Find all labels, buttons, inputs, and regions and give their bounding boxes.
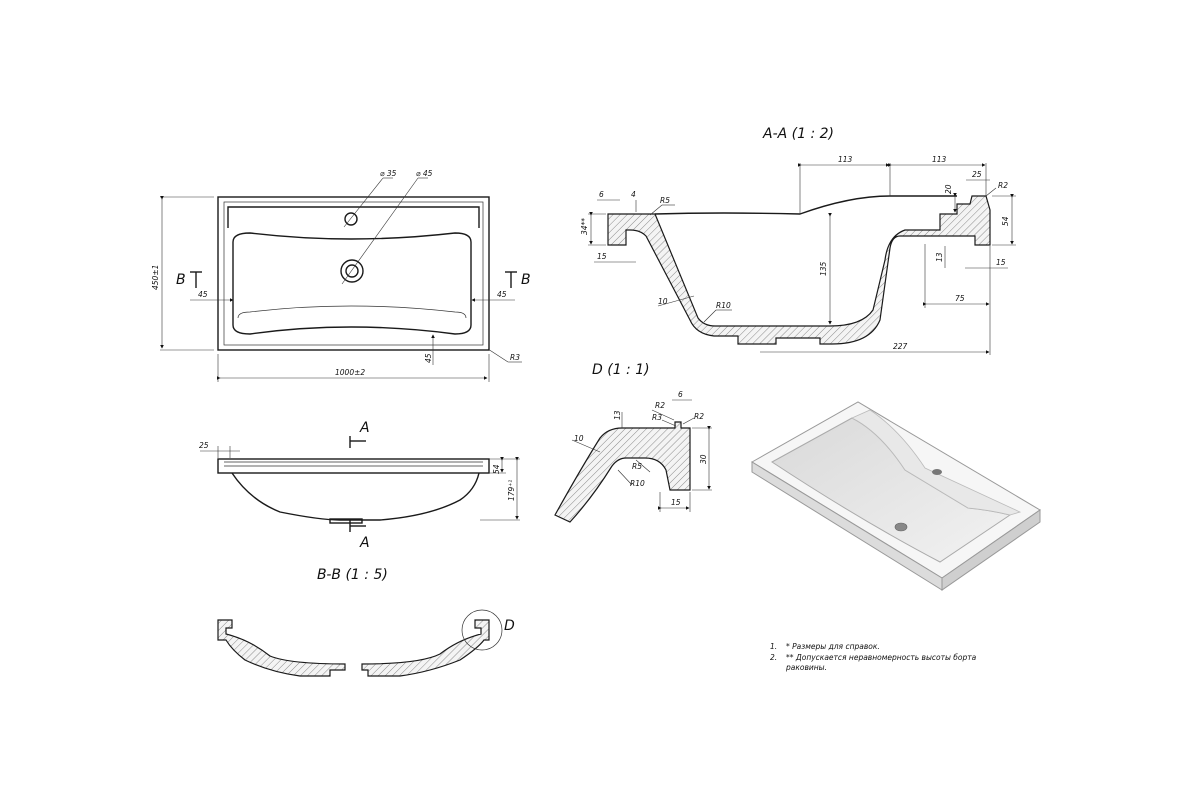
aa-dim-r5: R5 (660, 196, 670, 205)
d-dim-r3: R3 (652, 413, 662, 422)
section-marker-b-left: B (176, 271, 202, 288)
dim-bottom-45: 45 (424, 353, 433, 363)
title-d: D (1 : 1) (592, 362, 650, 378)
aa-dim-4: 4 (631, 190, 636, 199)
basin-outline (232, 232, 472, 335)
aa-dim-20: 20 (944, 184, 953, 194)
section-marker-a-bottom: A (349, 520, 370, 551)
section-aa: A-A (1 : 2) 113 113 6 4 R5 34** 15 135 1… (580, 126, 1016, 355)
section-marker-b-right: B (505, 271, 531, 288)
drain-inner (345, 264, 359, 278)
rim-top-edge (227, 206, 480, 228)
dim-d35: ⌀ 35 (380, 169, 397, 178)
sink-outline (217, 196, 490, 351)
sink-rim-inner (223, 201, 484, 346)
detail-d-label: D (504, 618, 515, 634)
basin-shading (237, 305, 467, 319)
dim-side-179: 179⁺¹ (507, 480, 516, 501)
d-dim-30: 30 (699, 454, 708, 464)
d-dim-6: 6 (678, 390, 683, 399)
aa-dim-34: 34** (580, 218, 589, 235)
drain-outer (340, 259, 364, 283)
section-bb: B-B (1 : 5) D (217, 567, 515, 677)
aa-dim-227: 227 (893, 342, 908, 351)
aa-dim-15b: 15 (996, 258, 1006, 267)
aa-dim-15a: 15 (597, 252, 607, 261)
notes: 1. * Размеры для справок. 2. ** Допускае… (770, 642, 977, 672)
d-dim-13: 13 (613, 410, 622, 420)
aa-dim-54: 54 (1001, 216, 1010, 226)
aa-dim-135: 135 (819, 261, 828, 276)
aa-dim-113b: 113 (932, 155, 947, 164)
svg-text:B: B (521, 272, 531, 288)
svg-text:B: B (176, 272, 186, 288)
aa-dim-113a: 113 (838, 155, 853, 164)
iso-right-side (941, 509, 1041, 591)
iso-back-slope (851, 409, 1022, 516)
d-dim-10: 10 (574, 434, 584, 443)
dim-left-45: 45 (198, 290, 208, 299)
d-dim-r2a: R2 (655, 401, 665, 410)
dim-r3: R3 (510, 353, 520, 362)
svg-text:A: A (359, 535, 370, 551)
note-2-text: ** Допускается неравномерность высоты бо… (786, 653, 977, 662)
side-view: 25 54 179⁺¹ A A (199, 420, 520, 551)
dim-right-45: 45 (497, 290, 507, 299)
note-2-cont: раковины. (785, 663, 827, 672)
aa-dim-r2: R2 (998, 181, 1008, 190)
aa-dim-75: 75 (955, 294, 965, 303)
note-2-num: 2. (770, 653, 777, 662)
d-profile (554, 421, 691, 523)
iso-drain (894, 522, 908, 532)
bb-left-half (217, 619, 346, 677)
title-aa: A-A (1 : 2) (762, 126, 834, 142)
dim-side-54: 54 (492, 464, 501, 474)
aa-profile (607, 195, 991, 345)
svg-text:A: A (359, 420, 370, 436)
dim-d45: ⌀ 45 (416, 169, 433, 178)
d-dim-15: 15 (671, 498, 681, 507)
tap-hole (344, 212, 358, 226)
dim-side-25: 25 (199, 441, 209, 450)
d-dim-r10: R10 (630, 479, 645, 488)
side-rim (217, 458, 490, 474)
aa-basin-top (654, 195, 957, 215)
bb-right-half (361, 619, 490, 677)
title-bb: B-B (1 : 5) (317, 567, 388, 583)
iso-tap-hole (932, 469, 942, 475)
detail-d-view: D (1 : 1) 13 10 R2 6 R3 R2 30 R5 R10 15 (554, 362, 712, 523)
note-1-text: * Размеры для справок. (786, 642, 880, 651)
top-view: ⌀ 35 ⌀ 45 450±1 1000±2 45 45 45 R3 B (151, 169, 531, 382)
aa-dim-r10: R10 (716, 301, 731, 310)
d-dim-r5: R5 (632, 462, 642, 471)
dim-width: 1000±2 (335, 368, 365, 377)
d-dim-r2b: R2 (694, 412, 704, 421)
aa-dim-10: 10 (658, 297, 668, 306)
aa-dim-25: 25 (972, 170, 982, 179)
dim-height: 450±1 (151, 265, 160, 290)
isometric-view (751, 401, 1041, 591)
aa-dim-6: 6 (599, 190, 604, 199)
note-1-num: 1. (770, 642, 777, 651)
aa-dim-13: 13 (935, 252, 944, 262)
side-basin (231, 472, 480, 521)
detail-d-circle (461, 609, 503, 651)
section-marker-a-top: A (349, 420, 370, 448)
